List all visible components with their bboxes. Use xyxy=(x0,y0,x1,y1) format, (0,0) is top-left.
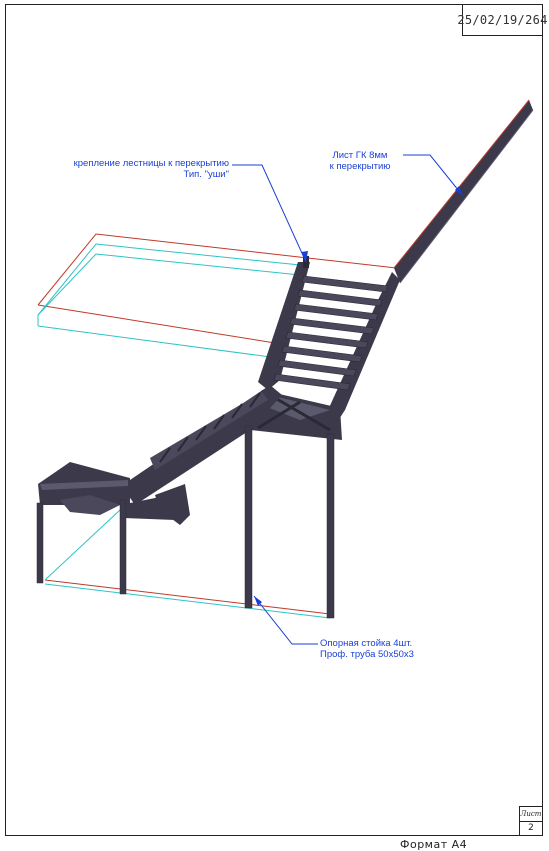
document-code: 25/02/19/264 xyxy=(457,4,547,36)
sheet-number-box: Лист 2 xyxy=(519,806,543,836)
bottom-frame xyxy=(38,462,175,520)
upper-flight xyxy=(258,256,400,430)
leader-lines xyxy=(232,154,464,645)
support-note-line1: Опорная стойка 4шт. xyxy=(320,638,413,649)
fastening-note-line2: Тип. "уши" xyxy=(183,169,229,180)
drywall-sheet xyxy=(393,99,534,284)
support-note-line2: Проф. труба 50х50х3 xyxy=(320,649,414,660)
drywall-note: Лист ГК 8мм к перекрытию xyxy=(320,150,400,172)
sheet-number: 2 xyxy=(528,823,534,833)
drywall-note-line2: к перекрытию xyxy=(329,161,391,172)
middle-flight xyxy=(128,385,282,525)
sheet-label: Лист xyxy=(520,807,542,822)
fastening-note-line1: крепление лестницы к перекрытию xyxy=(73,158,229,169)
drywall-note-line1: Лист ГК 8мм xyxy=(332,150,388,161)
floor-outline xyxy=(44,509,331,619)
support-posts xyxy=(36,425,335,619)
drawing-frame xyxy=(5,4,543,836)
slab-outline xyxy=(37,233,397,359)
format-label: Формат А4 xyxy=(400,838,468,851)
support-note: Опорная стойка 4шт. Проф. труба 50х50х3 xyxy=(320,638,440,660)
fastening-note: крепление лестницы к перекрытию Тип. "уш… xyxy=(62,158,229,180)
leader-arrows xyxy=(254,186,463,606)
